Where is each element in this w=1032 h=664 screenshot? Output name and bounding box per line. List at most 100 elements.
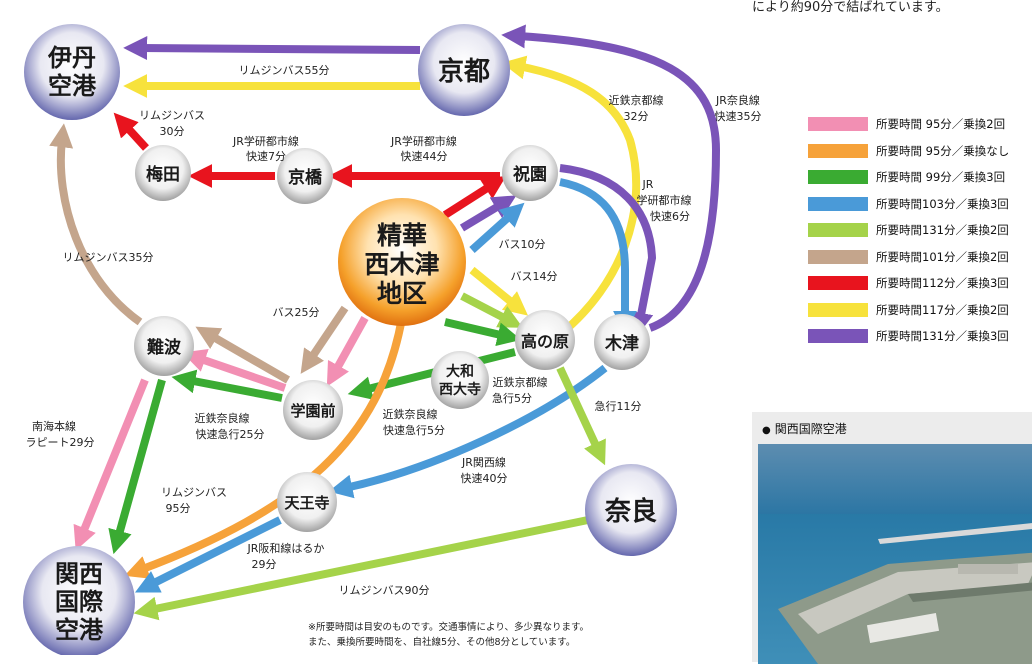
legend-text: 所要時間 99分／乗換3回 — [876, 170, 1006, 184]
station-kizu: 木津 — [594, 314, 650, 370]
svg-text:京橋: 京橋 — [288, 167, 323, 188]
label-limo-namba-itami: リムジンバス35分 — [63, 251, 154, 264]
svg-text:学研都市線: 学研都市線 — [637, 193, 692, 207]
svg-text:難波: 難波 — [147, 337, 182, 358]
station-takanohara: 高の原 — [515, 310, 575, 370]
svg-text:木津: 木津 — [604, 333, 639, 354]
route-limo-nara-kansai — [133, 516, 589, 621]
svg-text:大和: 大和 — [446, 363, 474, 380]
legend-text: 所要時間131分／乗換3回 — [876, 329, 1009, 343]
svg-text:快速急行5分: 快速急行5分 — [383, 423, 445, 437]
station-center-seika-nishikizu: 精華 西木津 地区 — [338, 198, 466, 326]
svg-text:近鉄奈良線: 近鉄奈良線 — [383, 407, 438, 421]
svg-text:快速35分: 快速35分 — [715, 110, 762, 123]
svg-text:快速40分: 快速40分 — [461, 472, 508, 485]
footnote-line-1: ※所要時間は目安のものです。交通事情により、多少異なります。 — [308, 622, 589, 633]
station-kyoto: 京都 — [418, 24, 510, 116]
legend-row: 所要時間 95分／乗換なし — [808, 143, 1009, 159]
svg-text:リムジンバス: リムジンバス — [161, 486, 227, 499]
legend-row: 所要時間131分／乗換3回 — [808, 328, 1009, 344]
route-limo-center-kansai — [124, 317, 406, 579]
legend-text: 所要時間131分／乗換2回 — [876, 223, 1009, 237]
svg-text:JR学研都市線: JR学研都市線 — [390, 134, 457, 148]
svg-text:快速急行25分: 快速急行25分 — [196, 427, 265, 441]
footnote-line-2: また、乗換所要時間を、自社線5分、その他8分としています。 — [308, 637, 576, 648]
station-yamato-saidaiji: 大和 西大寺 — [431, 351, 489, 409]
label-bus25: バス25分 — [273, 306, 320, 319]
legend-text: 所要時間 95分／乗換2回 — [876, 117, 1006, 131]
label-limo-umeda-itami: リムジンバス 30分 — [139, 109, 205, 138]
label-bus10: バス10分 — [499, 238, 546, 251]
route-bus10 — [469, 202, 525, 253]
svg-text:近鉄奈良線: 近鉄奈良線 — [195, 411, 250, 425]
label-limo-nara-kansai: リムジンバス90分 — [339, 584, 430, 597]
route-jr-hosono-kizu-blue — [559, 178, 637, 335]
svg-text:JR関西線: JR関西線 — [461, 455, 506, 469]
route-kintetsu-kyoto — [501, 55, 641, 337]
legend-swatch — [808, 223, 868, 237]
svg-text:リムジンバス: リムジンバス — [139, 109, 205, 122]
svg-text:空港: 空港 — [55, 616, 104, 644]
svg-text:国際: 国際 — [55, 588, 103, 616]
svg-text:精華: 精華 — [377, 221, 427, 250]
svg-text:近鉄京都線: 近鉄京都線 — [493, 375, 548, 389]
svg-text:西大寺: 西大寺 — [439, 381, 481, 398]
svg-text:JR阪和線はるか: JR阪和線はるか — [247, 541, 325, 555]
station-itami-airport: 伊丹 空港 — [24, 24, 120, 120]
label-jr-nara-line: JR奈良線 快速35分 — [715, 93, 762, 123]
label-kintetsu-kyoto: 近鉄京都線 32分 — [609, 93, 664, 123]
svg-text:急行5分: 急行5分 — [492, 391, 532, 405]
legend-row: 所要時間103分／乗換3回 — [808, 196, 1009, 212]
legend-swatch — [808, 329, 868, 343]
label-jr-hosono-kyobashi: JR学研都市線 快速44分 — [390, 134, 457, 163]
route-jr-nara-line — [501, 24, 721, 332]
label-limo-kyoto-itami: リムジンバス55分 — [239, 64, 330, 77]
svg-text:ラピート29分: ラピート29分 — [26, 436, 95, 449]
legend-text: 所要時間103分／乗換3回 — [876, 196, 1009, 211]
svg-text:京都: 京都 — [438, 56, 490, 87]
label-nankai: 南海本線 ラピート29分 — [26, 419, 95, 449]
legend-row: 所要時間101分／乗換2回 — [808, 249, 1009, 265]
svg-text:快速7分: 快速7分 — [246, 150, 286, 163]
photo-caption: ●関西国際空港 — [762, 422, 847, 436]
station-kansai-airport: 関西 国際 空港 — [23, 546, 135, 658]
svg-text:高の原: 高の原 — [521, 332, 569, 351]
route-limo-namba-itami — [49, 123, 143, 326]
kansai-airport-aerial-photo — [758, 444, 1032, 664]
route-center-gakuenmae-pink — [326, 316, 369, 387]
svg-text:30分: 30分 — [160, 125, 185, 138]
route-haruka — [134, 516, 282, 593]
label-haruka: JR阪和線はるか 29分 — [247, 541, 325, 571]
station-umeda: 梅田 — [135, 145, 191, 201]
route-center-takanohara-green — [444, 318, 522, 347]
legend-swatch — [808, 143, 868, 158]
station-hosono: 祝園 — [502, 145, 558, 201]
legend-text: 所要時間101分／乗換2回 — [876, 249, 1009, 264]
legend-text: 所要時間 95分／乗換なし — [876, 143, 1010, 158]
route-kintetsu-nara-namba-green — [171, 369, 283, 402]
legend-swatch — [808, 196, 868, 211]
svg-text:29分: 29分 — [252, 558, 277, 571]
label-kintetsu-nara-center: 近鉄奈良線 快速急行5分 — [383, 407, 446, 437]
route-jr-kansai-line — [328, 364, 608, 499]
route-bus25 — [300, 305, 349, 374]
route-center-hosono-purple — [459, 195, 517, 232]
route-jr-hosono-kizu-purple — [559, 164, 657, 337]
station-kyobashi: 京橋 — [277, 148, 333, 204]
legend-text: 所要時間117分／乗換2回 — [876, 302, 1009, 317]
intro-text-fragment: により約90分で結ばれています。 — [752, 0, 949, 15]
footnote: ※所要時間は目安のものです。交通事情により、多少異なります。 また、乗換所要時間… — [308, 620, 589, 650]
label-kintetsu-nara-namba: 近鉄奈良線 快速急行25分 — [195, 411, 265, 441]
svg-text:JR: JR — [642, 178, 654, 191]
svg-text:快速6分: 快速6分 — [650, 210, 690, 223]
svg-text:西木津: 西木津 — [364, 250, 439, 279]
route-bus14 — [469, 266, 529, 316]
legend-row: 所要時間 99分／乗換3回 — [808, 169, 1005, 185]
svg-text:快速44分: 快速44分 — [401, 150, 448, 163]
route-kintetsu-nara-namba-tan — [195, 326, 290, 384]
legend-swatch — [808, 276, 868, 290]
label-jr-kansai-line: JR関西線 快速40分 — [461, 455, 508, 485]
route-nankai — [73, 378, 149, 551]
legend-row: 所要時間112分／乗換3回 — [808, 275, 1009, 291]
svg-text:梅田: 梅田 — [146, 164, 180, 185]
